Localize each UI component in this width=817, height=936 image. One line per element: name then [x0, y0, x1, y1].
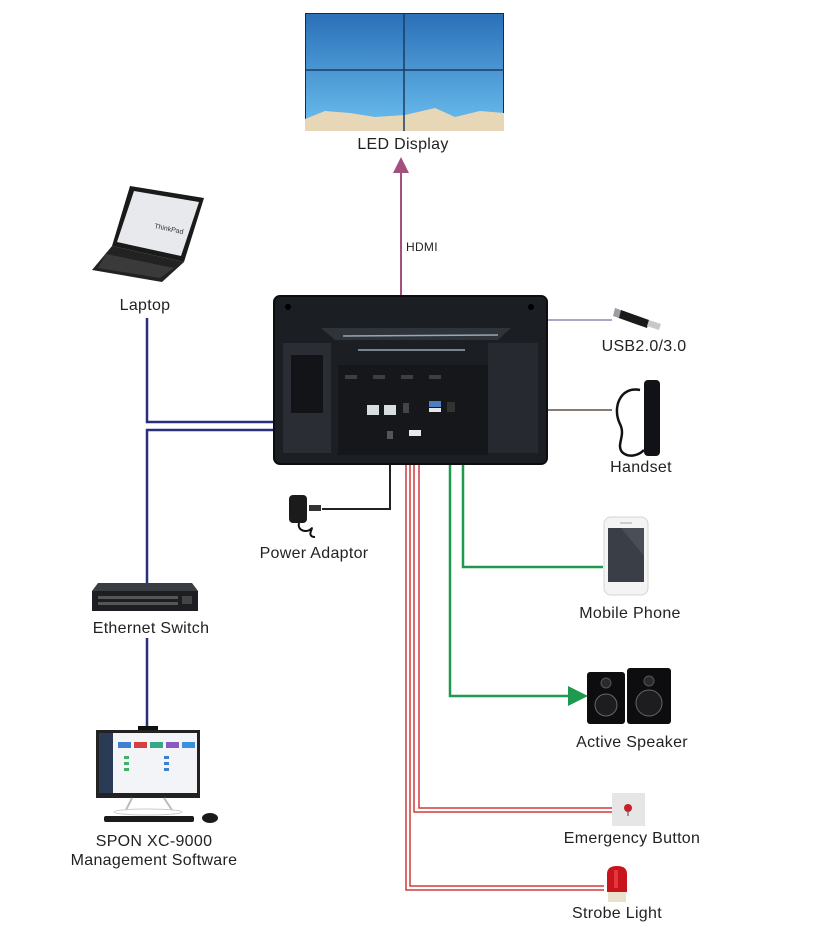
strobe-light-image: [604, 866, 630, 904]
mobile-phone-image: [603, 516, 649, 596]
strobe-light-wire: [409, 440, 604, 887]
usb-label: USB2.0/3.0: [601, 338, 687, 355]
handset-label: Handset: [610, 459, 672, 476]
hdmi-label: HDMI: [406, 240, 438, 254]
speaker-wire: [434, 439, 588, 706]
ethernet-switch-label: Ethernet Switch: [92, 620, 210, 637]
mobile-phone-label: Mobile Phone: [579, 605, 681, 622]
emergency-button-label: Emergency Button: [563, 830, 701, 847]
active-speaker-label: Active Speaker: [576, 734, 688, 751]
emergency-button-image: [612, 793, 645, 826]
usb-drive-image: [613, 302, 663, 330]
active-speaker-image: [587, 668, 673, 726]
power-adaptor-label: Power Adaptor: [259, 545, 369, 562]
strobe-light-label: Strobe Light: [572, 905, 662, 922]
handset-image: [610, 378, 666, 460]
laptop-image: ThinkPad: [92, 184, 207, 284]
management-software-label-line1: SPON XC-9000: [95, 833, 213, 850]
terminal-device: [273, 295, 548, 465]
led-display-image: [304, 12, 505, 132]
emergency-button-wire-2: [418, 440, 612, 809]
management-software-label-line2: Management Software: [70, 852, 238, 869]
ethernet-switch-image: [90, 583, 200, 613]
power-adaptor-image: [285, 493, 325, 541]
strobe-light-wire-2: [405, 440, 604, 891]
laptop-label: Laptop: [119, 297, 171, 314]
management-pc-image: [92, 726, 224, 826]
emergency-button-wire: [413, 440, 612, 813]
led-display-label: LED Display: [357, 136, 449, 153]
